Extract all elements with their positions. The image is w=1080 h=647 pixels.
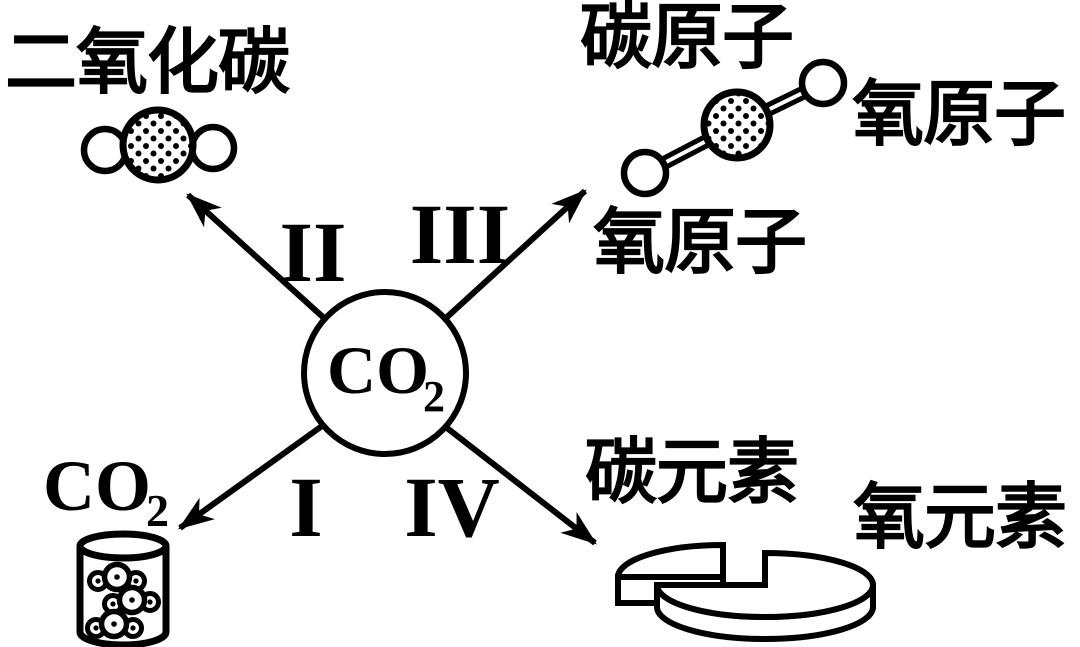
gas-formula: CO [43,446,151,526]
gas-cylinder [76,530,170,647]
center-circle [301,289,469,457]
co2-molecules-in-cylinder [85,561,161,640]
arrow-iv-to-elements [445,425,597,546]
carbon-atom-circle [700,88,774,162]
oxygen-atom-circle [798,58,848,108]
carbon-atom-label: 碳原子 [580,0,793,78]
oxygen-atom-circle [620,148,670,198]
element-pie-chart [614,541,876,642]
arrow-iii-to-atoms [443,188,588,321]
oxygen-pie-top [653,549,876,620]
carbon-element-label: 碳元素 [585,433,798,513]
center-co2-node: CO 2 [301,289,469,457]
branch-label-iv: IV [404,459,500,555]
gas-formula-subscript: 2 [146,485,169,536]
center-formula-subscript: 2 [423,372,445,421]
oxygen-atom-label-right: 氧原子 [852,75,1065,155]
branch-arrows [178,188,597,546]
oxygen-atom-label-bottom: 氧原子 [593,203,806,283]
arrow-i-to-gas [178,423,324,531]
oxygen-atom-circle [80,125,130,175]
oxygen-element-label: 氧元素 [853,478,1066,558]
carbon-wedge-top [614,541,726,580]
arrow-ii-to-name [185,192,327,321]
carbon-dioxide-name-label: 二氧化碳 [5,23,291,103]
carbon-atom-circle [119,106,197,184]
cylinder-mouth [76,530,170,562]
atomic-bond-model [620,58,848,198]
center-formula: CO [327,332,429,408]
branch-label-iii: III [410,186,510,282]
oxygen-atom-circle [188,123,238,173]
co2-molecule-model [80,106,238,184]
branch-label-i: I [289,459,322,555]
branch-label-ii: II [280,204,347,300]
